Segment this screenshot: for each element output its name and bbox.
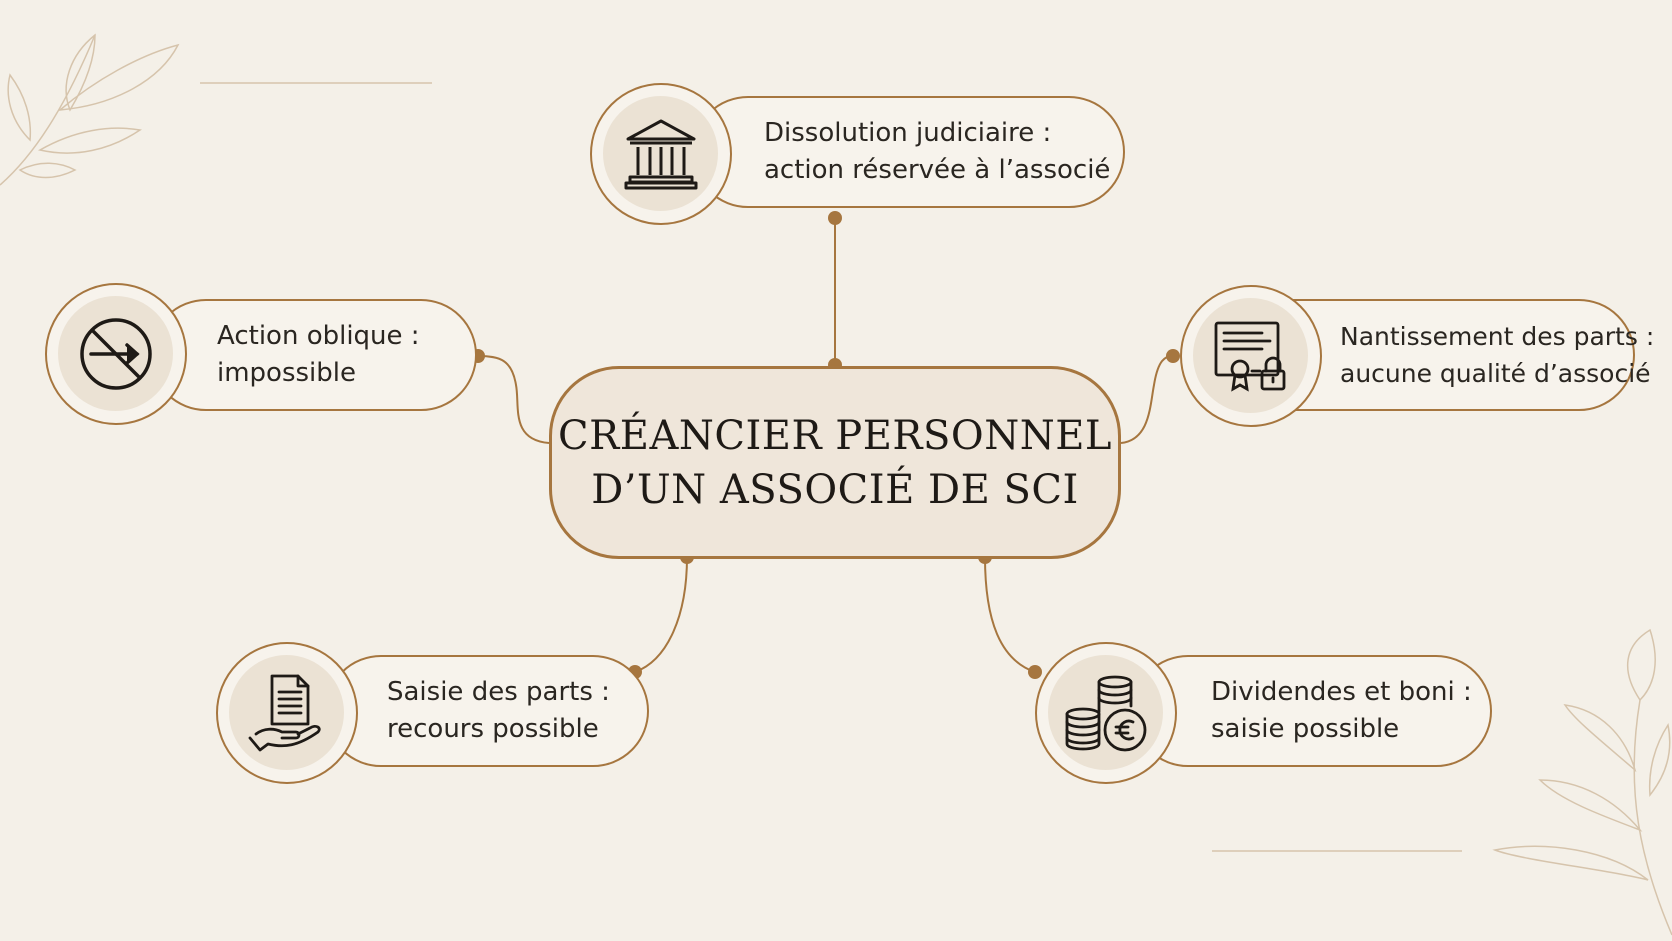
node-dividendes-pill: Dividendes et boni : saisie possible <box>1132 655 1492 767</box>
leaf-branch-top-left-icon <box>0 33 180 186</box>
node-action-oblique-pill: Action oblique : impossible <box>150 299 477 411</box>
node-action-oblique-badge <box>45 283 187 425</box>
node-dividendes-line-2: saisie possible <box>1211 714 1400 744</box>
coins-euro-icon <box>1065 675 1147 752</box>
node-saisie-parts-badge <box>216 642 358 784</box>
central-topic-line-2: D’UN ASSOCIÉ DE SCI <box>591 466 1079 513</box>
central-topic-line-1: CRÉANCIER PERSONNEL <box>558 412 1112 459</box>
node-nantissement-badge <box>1180 285 1322 427</box>
node-action-oblique-line-1: Action oblique : <box>217 321 420 351</box>
node-dissolution-line-2: action réservée à l’associé <box>764 155 1111 185</box>
document-hand-icon <box>248 674 321 752</box>
node-dissolution-badge <box>590 83 732 225</box>
node-saisie-parts-line-1: Saisie des parts : <box>387 677 610 707</box>
central-topic: CRÉANCIER PERSONNEL D’UN ASSOCIÉ DE SCI <box>549 366 1121 559</box>
leaf-branch-bottom-right-icon <box>1492 628 1672 936</box>
node-dissolution-line-1: Dissolution judiciaire : <box>764 118 1052 148</box>
node-saisie-parts-pill: Saisie des parts : recours possible <box>325 655 649 767</box>
node-nantissement-line-2: aucune qualité d’associé <box>1340 359 1651 388</box>
certificate-lock-icon <box>1214 321 1286 392</box>
node-dissolution-pill: Dissolution judiciaire : action réservée… <box>692 96 1125 208</box>
courthouse-icon <box>624 119 698 190</box>
connector-lines <box>477 218 1174 673</box>
node-dividendes-badge <box>1035 642 1177 784</box>
prohibited-arrow-icon <box>80 318 152 390</box>
node-dividendes-line-1: Dividendes et boni : <box>1211 677 1472 707</box>
node-action-oblique-line-2: impossible <box>217 358 357 388</box>
node-saisie-parts-line-2: recours possible <box>387 714 599 744</box>
node-nantissement-line-1: Nantissement des parts : <box>1340 322 1655 351</box>
